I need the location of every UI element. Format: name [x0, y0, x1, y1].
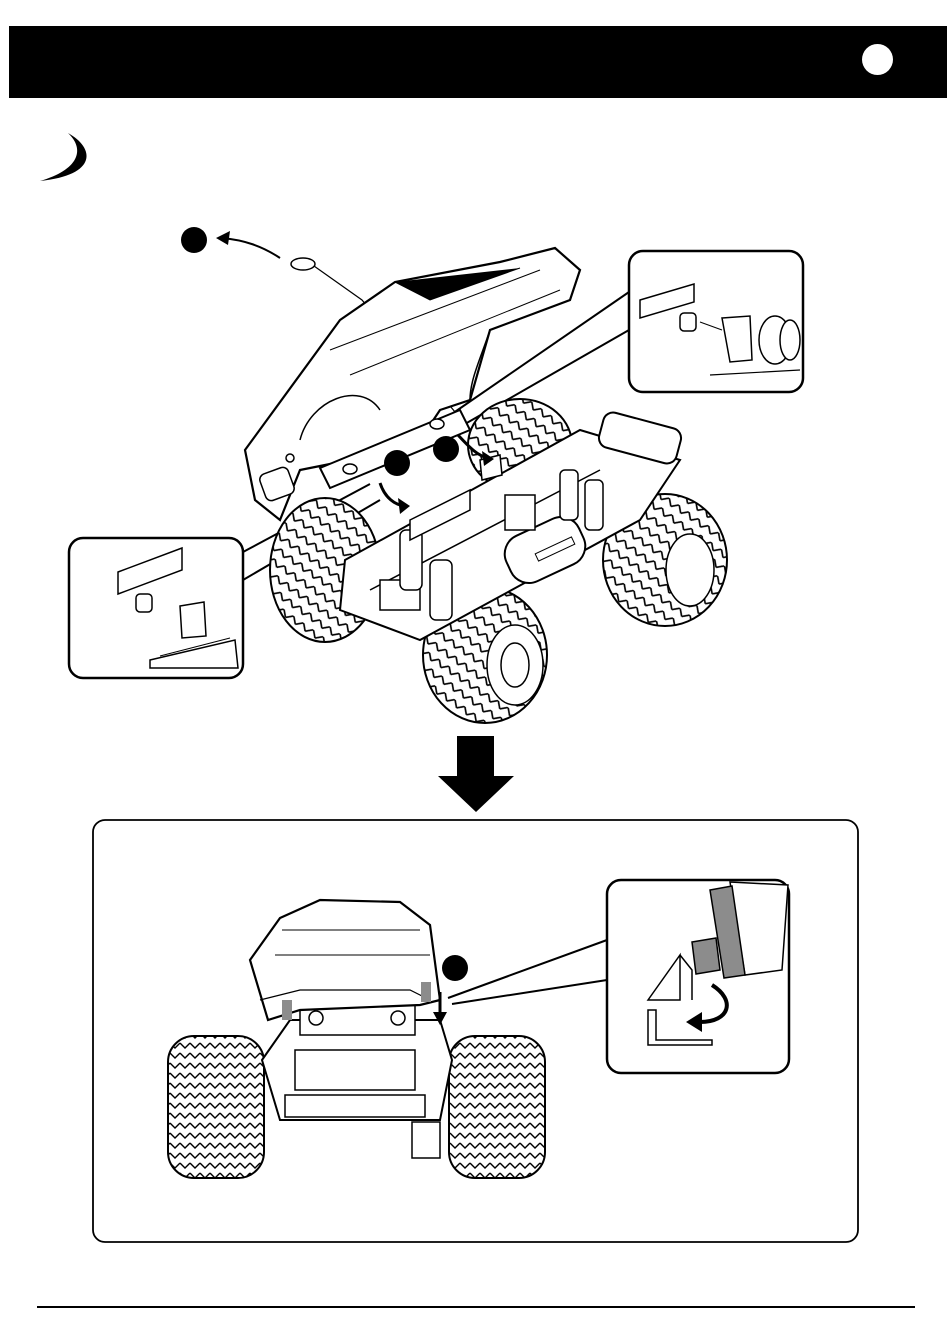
antenna-cap: [291, 258, 315, 270]
body-pin-marker-right: [433, 436, 459, 462]
crescent-moon-icon: [40, 133, 87, 181]
detail-inset-right: [629, 251, 803, 392]
body-pin-marker-left: [384, 450, 410, 476]
footer-rule: [37, 1306, 915, 1308]
antenna-cap-marker: [181, 227, 207, 253]
detail-inset-left: [69, 538, 243, 678]
result-marker: [442, 955, 468, 981]
next-step-arrow: [438, 736, 514, 812]
